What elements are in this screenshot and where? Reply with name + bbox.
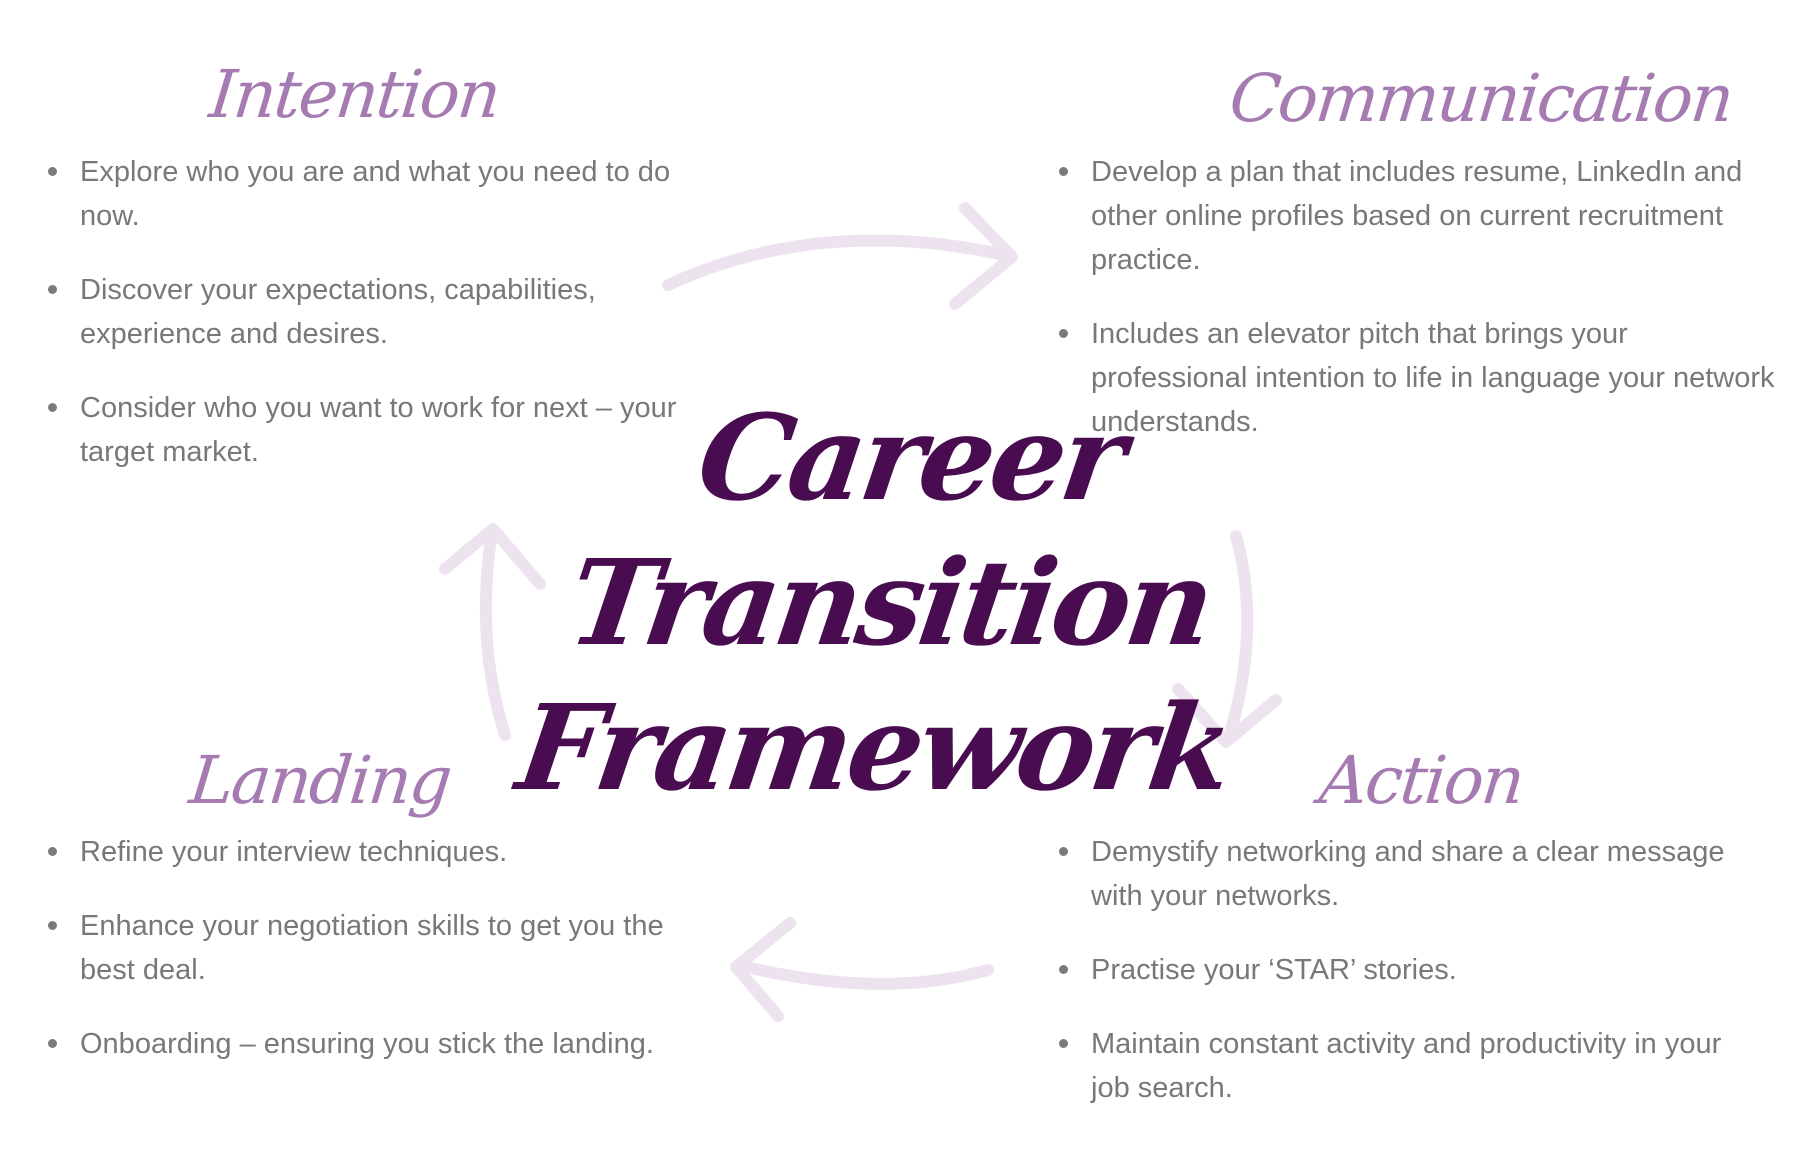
list-item: Practise your ‘STAR’ stories. xyxy=(1055,948,1765,992)
landing-list: Refine your interview techniques. Enhanc… xyxy=(44,830,684,1096)
arrow-intention-to-communication xyxy=(662,202,1018,310)
arrow-communication-to-action xyxy=(1172,530,1282,748)
intention-list: Explore who you are and what you need to… xyxy=(44,150,684,504)
list-item: Explore who you are and what you need to… xyxy=(44,150,684,238)
list-item: Consider who you want to work for next –… xyxy=(44,386,684,474)
communication-heading: Communication xyxy=(1226,60,1736,137)
intention-heading: Intention xyxy=(206,56,503,133)
list-item: Enhance your negotiation skills to get y… xyxy=(44,904,684,992)
action-list: Demystify networking and share a clear m… xyxy=(1055,830,1765,1140)
action-heading: Action xyxy=(1316,742,1527,819)
title-line-2: Transition xyxy=(560,533,1220,672)
title-line-3: Framework xyxy=(509,678,1238,817)
list-item: Develop a plan that includes resume, Lin… xyxy=(1055,150,1775,282)
list-item: Demystify networking and share a clear m… xyxy=(1055,830,1765,918)
arrow-landing-to-intention xyxy=(439,523,546,741)
list-item: Includes an elevator pitch that brings y… xyxy=(1055,312,1775,444)
communication-list: Develop a plan that includes resume, Lin… xyxy=(1055,150,1775,474)
list-item: Refine your interview techniques. xyxy=(44,830,684,874)
arrow-action-to-landing xyxy=(730,917,994,1022)
list-item: Onboarding – ensuring you stick the land… xyxy=(44,1022,684,1066)
list-item: Maintain constant activity and productiv… xyxy=(1055,1022,1765,1110)
landing-heading: Landing xyxy=(186,742,454,819)
list-item: Discover your expectations, capabilities… xyxy=(44,268,684,356)
